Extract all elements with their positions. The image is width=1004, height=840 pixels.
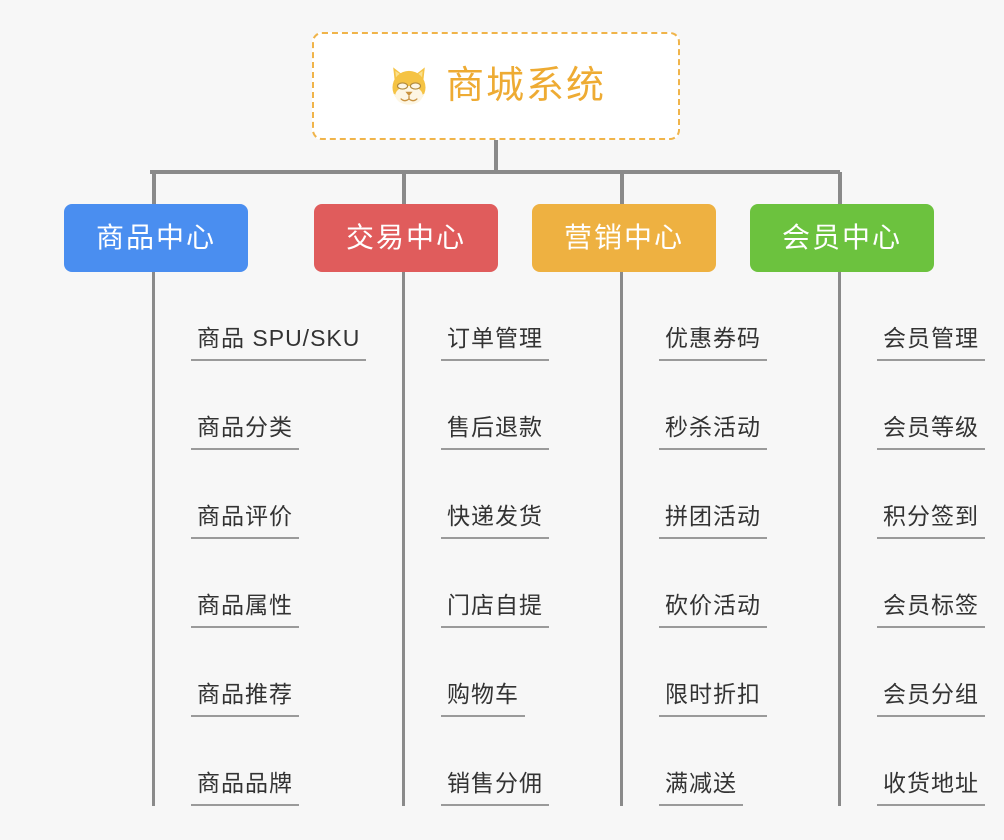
branch-header-label: 营销中心 bbox=[563, 222, 684, 253]
leaf-item[interactable]: 商品品牌 bbox=[155, 717, 366, 806]
leaf-item[interactable]: 会员管理 bbox=[841, 272, 985, 361]
leaf-item-label: 砍价活动 bbox=[659, 594, 767, 628]
leaf-item-label: 商品评价 bbox=[191, 505, 299, 539]
leaf-item-label: 商品分类 bbox=[191, 416, 299, 450]
leaf-item-label: 会员等级 bbox=[877, 416, 985, 450]
leaf-item[interactable]: 购物车 bbox=[405, 628, 549, 717]
leaf-item-label: 商品品牌 bbox=[191, 772, 299, 806]
branch-leaf-list: 会员管理会员等级积分签到会员标签会员分组收货地址 bbox=[841, 272, 985, 806]
leaf-item[interactable]: 商品评价 bbox=[155, 450, 366, 539]
leaf-item[interactable]: 砍价活动 bbox=[623, 539, 767, 628]
leaf-item-label: 会员标签 bbox=[877, 594, 985, 628]
branch-trunk-connector bbox=[838, 272, 841, 806]
leaf-item[interactable]: 满减送 bbox=[623, 717, 767, 806]
leaf-item[interactable]: 优惠券码 bbox=[623, 272, 767, 361]
leaf-item-label: 售后退款 bbox=[441, 416, 549, 450]
branch-header-3[interactable]: 营销中心 bbox=[532, 204, 716, 272]
leaf-item-label: 秒杀活动 bbox=[659, 416, 767, 450]
leaf-item-label: 门店自提 bbox=[441, 594, 549, 628]
leaf-item[interactable]: 快递发货 bbox=[405, 450, 549, 539]
leaf-item[interactable]: 拼团活动 bbox=[623, 450, 767, 539]
leaf-item-label: 积分签到 bbox=[877, 505, 985, 539]
leaf-item[interactable]: 秒杀活动 bbox=[623, 361, 767, 450]
leaf-item-label: 商品 SPU/SKU bbox=[191, 327, 367, 361]
branch-leaf-list: 商品 SPU/SKU 商品分类商品评价商品属性商品推荐商品品牌 bbox=[155, 272, 367, 806]
leaf-item-label: 满减送 bbox=[659, 772, 743, 806]
leaf-item[interactable]: 会员分组 bbox=[841, 628, 985, 717]
branch-header-label: 会员中心 bbox=[781, 222, 902, 253]
branch-trunk-connector bbox=[152, 272, 155, 806]
leaf-item[interactable]: 会员等级 bbox=[841, 361, 985, 450]
leaf-item-label: 销售分佣 bbox=[441, 772, 549, 806]
branch-header-1[interactable]: 商品中心 bbox=[64, 204, 248, 272]
branch-trunk-connector bbox=[402, 272, 405, 806]
branch-trunk-connector bbox=[620, 272, 623, 806]
leaf-item[interactable]: 销售分佣 bbox=[405, 717, 549, 806]
leaf-item[interactable]: 商品 SPU/SKU bbox=[155, 272, 367, 361]
leaf-item-label: 优惠券码 bbox=[659, 327, 767, 361]
branch-leaf-list: 优惠券码秒杀活动拼团活动砍价活动限时折扣满减送 bbox=[623, 272, 767, 806]
leaf-item-label: 快递发货 bbox=[441, 505, 549, 539]
leaf-item-label: 订单管理 bbox=[441, 327, 549, 361]
leaf-item-label: 收货地址 bbox=[877, 772, 985, 806]
leaf-item[interactable]: 门店自提 bbox=[405, 539, 549, 628]
leaf-item-label: 商品推荐 bbox=[191, 683, 299, 717]
root-title: 商城系统 bbox=[445, 65, 606, 107]
leaf-item[interactable]: 订单管理 bbox=[405, 272, 549, 361]
root-stem-connector bbox=[494, 140, 498, 172]
leaf-item-label: 会员分组 bbox=[877, 683, 985, 717]
branch-leaf-list: 订单管理售后退款快递发货门店自提购物车销售分佣 bbox=[405, 272, 549, 806]
leaf-item[interactable]: 商品属性 bbox=[155, 539, 366, 628]
leaf-item-label: 商品属性 bbox=[191, 594, 299, 628]
branch-drop-connector bbox=[838, 172, 842, 204]
branch-drop-connector bbox=[620, 172, 624, 204]
branch-header-2[interactable]: 交易中心 bbox=[314, 204, 498, 272]
leaf-item[interactable]: 会员标签 bbox=[841, 539, 985, 628]
root-node[interactable]: 商城系统 bbox=[312, 32, 680, 140]
branch-drop-connector bbox=[402, 172, 406, 204]
leaf-item-label: 限时折扣 bbox=[659, 683, 767, 717]
branch-header-4[interactable]: 会员中心 bbox=[750, 204, 934, 272]
leaf-item[interactable]: 商品推荐 bbox=[155, 628, 366, 717]
branch-bus-connector bbox=[150, 170, 840, 174]
leaf-item[interactable]: 商品分类 bbox=[155, 361, 366, 450]
leaf-item[interactable]: 售后退款 bbox=[405, 361, 549, 450]
leaf-item[interactable]: 收货地址 bbox=[841, 717, 985, 806]
branch-header-label: 交易中心 bbox=[345, 222, 466, 253]
leaf-item-label: 拼团活动 bbox=[659, 505, 767, 539]
leaf-item[interactable]: 积分签到 bbox=[841, 450, 985, 539]
leaf-item[interactable]: 限时折扣 bbox=[623, 628, 767, 717]
branch-drop-connector bbox=[152, 172, 156, 204]
leaf-item-label: 会员管理 bbox=[877, 327, 985, 361]
shiba-dog-icon bbox=[386, 63, 432, 109]
branch-header-label: 商品中心 bbox=[95, 222, 216, 253]
leaf-item-label: 购物车 bbox=[441, 683, 525, 717]
